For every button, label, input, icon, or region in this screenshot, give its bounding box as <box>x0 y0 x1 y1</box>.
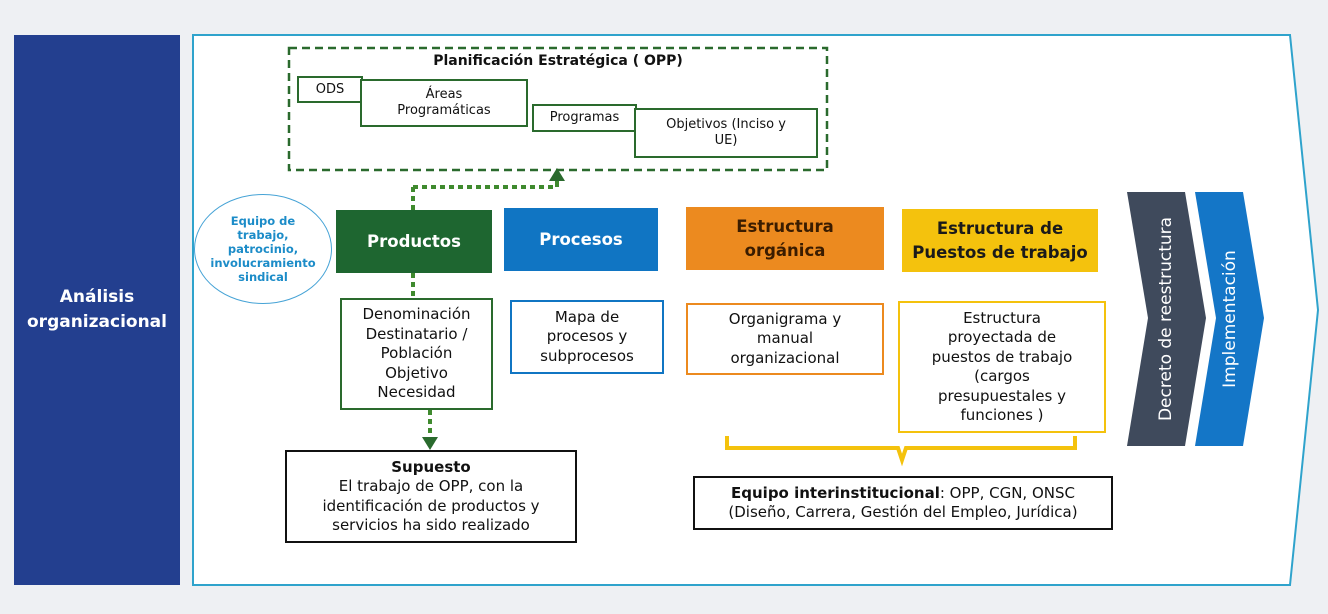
assumption-text: El trabajo de OPP, con la identificación… <box>322 477 540 534</box>
products-to-assumption-connector <box>422 410 438 450</box>
assumption-box: Supuesto El trabajo de OPP, con la ident… <box>285 450 577 543</box>
program-areas-box: Áreas Programáticas <box>360 79 528 127</box>
organic-structure-header: Estructura orgánica <box>686 207 884 270</box>
planning-title: Planificación Estratégica ( OPP) <box>433 53 683 69</box>
job-structure-header: Estructura de Puestos de trabajo <box>902 209 1098 272</box>
programs-box: Programas <box>532 104 637 132</box>
inter-team-text2: (Diseño, Carrera, Gestión del Empleo, Ju… <box>728 503 1078 521</box>
processes-detail: Mapa de procesos y subprocesos <box>510 300 664 374</box>
inter-team-label: Equipo interinstitucional <box>731 483 940 502</box>
team-circle: Equipo de trabajo, patrocinio, involucra… <box>194 194 332 304</box>
implementation-chevron <box>1195 192 1264 446</box>
assumption-title: Supuesto <box>391 458 471 477</box>
analysis-title-line2: organizacional <box>27 312 167 332</box>
analysis-panel: Análisis organizacional <box>14 35 180 585</box>
inter-team-text: : OPP, CGN, ONSC <box>939 483 1075 502</box>
objectives-box: Objetivos (Inciso y UE) <box>634 108 818 158</box>
products-header: Productos <box>336 210 492 273</box>
job-structure-detail: Estructura proyectada de puestos de trab… <box>898 301 1106 433</box>
organic-structure-detail: Organigrama y manual organizacional <box>686 303 884 375</box>
products-detail: Denominación Destinatario / Población Ob… <box>340 298 493 410</box>
analysis-title-line1: Análisis <box>59 287 135 308</box>
processes-header: Procesos <box>504 208 658 271</box>
implementation-label: Implementación <box>1219 250 1240 388</box>
decree-chevron <box>1127 192 1206 446</box>
yellow-bracket <box>725 436 1077 467</box>
inter-team-box: Equipo interinstitucional: OPP, CGN, ONS… <box>693 476 1113 530</box>
products-to-planning-connector <box>411 168 565 210</box>
ods-box: ODS <box>297 76 363 103</box>
